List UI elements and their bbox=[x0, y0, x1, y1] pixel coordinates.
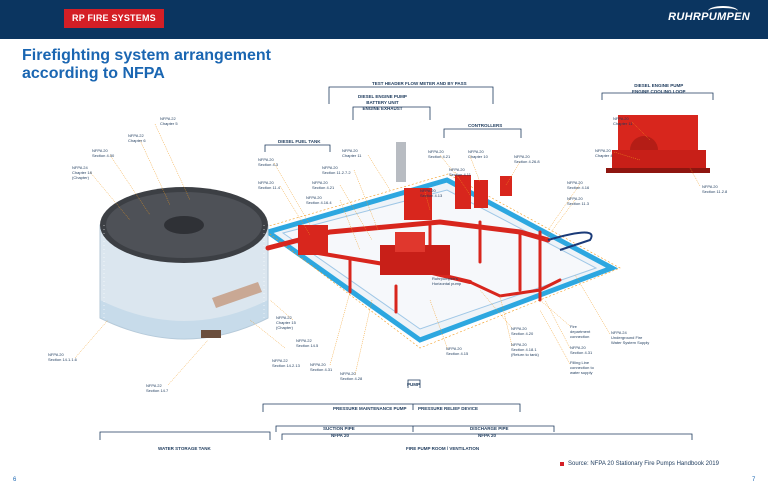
source-note: Source: NFPA 20 Stationary Fire Pumps Ha… bbox=[568, 461, 719, 467]
callout-c19: NFPA 20 Section 11.3 bbox=[567, 196, 589, 206]
callout-c13: NFPA 20 Section 4.26.8 bbox=[514, 154, 540, 164]
callout-c33: NFPA 24 Underground Fire Water System Su… bbox=[611, 330, 650, 345]
callout-c24: NFPA 20 Section 14.1.1.6 bbox=[48, 352, 77, 362]
leader-lines bbox=[74, 121, 701, 386]
brand-logo: RUHRPUMPEN bbox=[668, 11, 750, 23]
title-line-1: Firefighting system arrangement bbox=[22, 47, 271, 64]
callout-c14: NFPA 20 Section 4.11 bbox=[449, 167, 471, 177]
callout-c20: NFPA 20 Section 11.2.8 bbox=[702, 184, 728, 194]
cooling-loop-pump bbox=[606, 115, 710, 173]
diesel-engine bbox=[404, 188, 432, 220]
controller-3 bbox=[500, 176, 512, 196]
label-discharge-pipe: DISCHARGE PIPE bbox=[470, 426, 509, 431]
engine-exhaust bbox=[396, 142, 406, 182]
label-diesel-pump: DIESEL ENGINE PUMP BATTERY UNIT ENGINE E… bbox=[358, 94, 407, 111]
callout-c10: NFPA 20 Chapter 11 bbox=[342, 148, 362, 158]
callout-c4: NFPA 24 Chapter 18 (Chapter) bbox=[72, 165, 92, 180]
label-test-header: TEST HEADER FLOW METER AND BY PASS bbox=[372, 81, 467, 86]
controller-1 bbox=[455, 175, 471, 209]
label-diesel-tank: DIESEL FUEL TANK bbox=[278, 139, 321, 144]
callout-c12: NFPA 20 Chapter 10 bbox=[468, 149, 488, 159]
callout-c34: Filling Line connection to water supply bbox=[570, 360, 594, 375]
callout-c35: Ruhrpumpen's Horizontal pump bbox=[432, 276, 462, 286]
callout-c27: NFPA 20 Section 4.28 bbox=[340, 371, 363, 381]
callout-c22: NFPA 22 Section 14.5 bbox=[296, 338, 319, 348]
callout-c7: NFPA 20 Section 11.2.7.2 bbox=[322, 165, 351, 175]
logo-arc-icon bbox=[708, 6, 738, 16]
label-water-tank: WATER STORAGE TANK bbox=[158, 446, 211, 451]
callout-c26: NFPA 20 Section 4.31 bbox=[310, 362, 333, 372]
callout-c1: NFPA 22 Chapter 5 bbox=[160, 116, 178, 126]
label-controllers: CONTROLLERS bbox=[468, 123, 503, 128]
label-pressure-relief: PRESSURE RELIEF DEVICE bbox=[418, 406, 479, 411]
water-tank bbox=[99, 187, 269, 340]
page-number-left: 6 bbox=[13, 477, 17, 483]
callout-c29: NFPA 20 Section 4.20 bbox=[511, 326, 534, 336]
callout-c25: NFPA 22 Section 14.7 bbox=[146, 383, 169, 393]
callout-c30: NFPA 20 Section 4.18.1 (Return to tank) bbox=[511, 342, 539, 357]
callout-c15: NFPA 20 Section 4.13 bbox=[420, 188, 443, 198]
source-bullet-icon bbox=[560, 462, 564, 466]
callout-c21: NFPA 22 Chapter 15 (Chapter) bbox=[276, 315, 296, 330]
callout-c23: NFPA 22 Section 14.2.13 bbox=[272, 358, 300, 368]
label-pressure-maintenance: PRESSURE MAINTENANCE PUMP bbox=[333, 406, 407, 411]
label-pump: PUMP bbox=[407, 382, 421, 387]
label-pump-room: FIRE PUMP ROOM / VENTILATION bbox=[406, 446, 480, 451]
room-outline bbox=[261, 173, 621, 349]
callout-c16: NFPA 20 Chapter 11 bbox=[613, 116, 633, 126]
callout-c17: NFPA 20 Chapter 4 bbox=[595, 148, 613, 158]
callout-c11: NFPA 20 Section 4.21 bbox=[428, 149, 451, 159]
return-pipe bbox=[547, 231, 593, 251]
title-line-2: according to NFPA bbox=[22, 65, 165, 82]
pump-motor bbox=[395, 232, 425, 252]
label-cooling-loop: DIESEL ENGINE PUMP ENGINE COOLING LOOP bbox=[632, 83, 686, 94]
bracket-lines bbox=[99, 86, 714, 440]
callout-c9: NFPA 20 Section 4.16.4 bbox=[306, 195, 332, 205]
callout-c18: NFPA 20 Section 4.16 bbox=[567, 180, 590, 190]
page-number-right: 7 bbox=[752, 477, 756, 483]
callout-c32: NFPA 20 Section 4.31 bbox=[570, 345, 593, 355]
label-suction-pipe: SUCTION PIPE bbox=[323, 426, 355, 431]
page-title: Firefighting system arrangement accordin… bbox=[22, 47, 322, 83]
callout-c8: NFPA 20 Section 4.21 bbox=[312, 180, 335, 190]
callout-c5: NFPA 20 Section 4.3 bbox=[258, 157, 279, 167]
label-suction-nfpa: NFPA 20 bbox=[331, 433, 350, 438]
label-discharge-nfpa: NFPA 20 bbox=[478, 433, 497, 438]
callout-c28: NFPA 20 Section 4.15 bbox=[446, 346, 469, 356]
callout-c2: NFPA 22 Chapter 6 bbox=[128, 133, 146, 143]
section-tag: RP FIRE SYSTEMS bbox=[64, 9, 164, 28]
callout-c3: NFPA 20 Section 4.30 bbox=[92, 148, 115, 158]
callout-c6: NFPA 20 Section 11.4 bbox=[258, 180, 280, 190]
diesel-fuel-tank bbox=[298, 225, 328, 255]
controller-2 bbox=[474, 180, 488, 208]
callout-c31: Fire department connection bbox=[570, 324, 591, 339]
